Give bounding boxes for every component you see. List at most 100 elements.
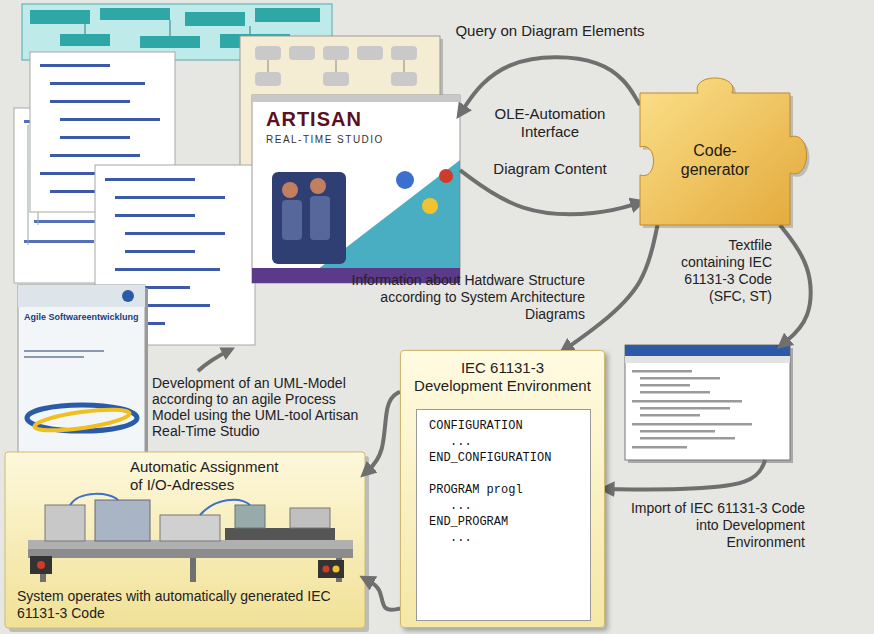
textfile-window-art-part — [632, 370, 692, 373]
production-system-photo-part — [333, 566, 340, 573]
production-system-photo-part — [160, 515, 220, 541]
uml-diagram-collage-part — [391, 46, 417, 60]
splash-screen-art-part — [310, 178, 326, 194]
window-caption: Textfile containing IEC 61131-3 Code (SF… — [672, 237, 772, 305]
textfile-window-art-part — [632, 446, 687, 449]
uml-diagram-collage-part — [60, 136, 130, 139]
splash-screen-art-part — [252, 95, 460, 283]
splash-screen-art-part — [252, 95, 460, 102]
code-line: END_CONFIGURATION — [429, 450, 578, 466]
flow-arrow — [605, 460, 765, 489]
book-cover-part — [18, 285, 145, 455]
book-cover — [18, 285, 148, 458]
uml-diagram-collage-part — [85, 20, 250, 36]
uml-diagram-collage-part — [255, 46, 281, 60]
book-cover-part — [33, 405, 130, 434]
production-system-photo-part — [290, 508, 330, 528]
flow-arrow — [365, 579, 400, 610]
uml-diagram-collage-part — [289, 46, 315, 60]
production-system-photo-part — [30, 556, 52, 574]
splash-screen-art-part — [272, 172, 346, 264]
flow-arrow — [365, 392, 400, 473]
uml-diagram-collage-part — [30, 10, 90, 24]
plant-panel-art — [5, 452, 369, 632]
uml-diagram-collage-part — [60, 34, 110, 46]
textfile-window-art-part — [632, 423, 752, 426]
code-line: ... — [429, 530, 578, 546]
uml-diagram-collage-part — [115, 196, 225, 199]
uml-diagram-collage-part — [268, 60, 404, 72]
production-system-photo — [28, 494, 353, 582]
box-title: IEC 61131-3 Development Environment — [409, 359, 596, 395]
interface-label: OLE-Automation Interface — [470, 105, 630, 141]
textfile-window-art-part — [625, 356, 790, 363]
code-line: ... — [429, 434, 578, 450]
textfile-window: Textfile containing IEC 61131-3 Code (SF… — [625, 345, 790, 460]
connector-label: Import of IEC 61131-3 Code into Developm… — [615, 500, 805, 551]
code-listing: CONFIGURATION...END_CONFIGURATIONPROGRAM… — [416, 409, 591, 621]
production-system-photo-part — [225, 528, 335, 540]
textfile-window-art-part — [640, 391, 710, 394]
component-name: Code- generator — [675, 141, 755, 179]
uml-diagram-collage-part — [391, 72, 417, 86]
uml-diagram-collage-part — [185, 12, 245, 26]
uml-diagram-collage-part — [255, 8, 320, 22]
uml-diagram-collage-part — [115, 214, 195, 217]
code-generator-puzzle: Code- generator — [640, 75, 815, 225]
uml-diagram-collage-part — [24, 240, 94, 243]
code-line: ... — [429, 498, 578, 514]
ide-box: IEC 61131-3 Development EnvironmentCONFI… — [400, 350, 605, 628]
uml-diagram-collage-part — [50, 100, 130, 103]
uml-diagram-collage-part — [115, 268, 220, 271]
uml-diagram-collage-part — [323, 72, 349, 86]
plant-panel: Automatic Assignment of I/O-AdressesSyst… — [5, 452, 365, 628]
puzzle-shape — [640, 78, 807, 225]
textfile-window-art-part — [640, 377, 720, 380]
description-text: Development of an UML-Model according to… — [152, 375, 367, 439]
pointer-arrow — [198, 350, 230, 371]
connector-label: Diagram Content — [475, 160, 625, 178]
uml-diagram-collage-part — [60, 118, 160, 121]
textfile-window-art-part — [640, 407, 730, 410]
panel-caption: Automatic Assignment of I/O-Adresses — [130, 458, 290, 494]
textfile-window-art-part — [640, 430, 715, 433]
production-system-photo-part — [323, 566, 330, 573]
book-title: Agile Softwareentwicklung — [24, 312, 139, 323]
product-name: ARTISAN — [266, 107, 446, 131]
textfile-window-art-part — [625, 345, 790, 460]
splash-screen: ARTISAN REAL-TIME STUDIO — [252, 95, 460, 283]
code-line: CONFIGURATION — [429, 418, 578, 434]
uml-diagram-collage-part — [50, 82, 145, 85]
flow-arrow — [780, 225, 811, 345]
splash-screen-art-part — [282, 200, 302, 240]
splash-screen-art-part — [282, 182, 298, 198]
uml-diagram-collage-part — [323, 46, 349, 60]
textfile-window-art-part — [632, 400, 742, 403]
production-system-photo-part — [70, 494, 250, 515]
uml-diagram-collage-part — [255, 72, 281, 86]
textfile-window-art-part — [640, 414, 700, 417]
textfile-window-art-part — [640, 384, 690, 387]
uml-diagram-collage-part — [125, 250, 195, 253]
book-cover-part — [18, 285, 145, 307]
plant-panel-art-part — [5, 452, 365, 628]
code-line: PROGRAM progl — [429, 482, 578, 498]
uml-diagram-collage-part — [50, 154, 140, 157]
uml-diagram-collage-part — [40, 64, 110, 67]
production-system-photo-part — [190, 558, 196, 582]
uml-diagram-collage-part — [140, 36, 200, 48]
book-cover-part — [24, 356, 84, 358]
production-system-photo-part — [28, 549, 353, 558]
product-subtitle: REAL-TIME STUDIO — [266, 133, 446, 146]
splash-screen-art-part — [439, 169, 453, 183]
production-system-photo-part — [318, 560, 344, 578]
connector-label: Information about Hatdware Structure acc… — [345, 272, 585, 323]
splash-screen-art-part — [310, 196, 330, 240]
production-system-photo-part — [45, 505, 85, 541]
uml-diagram-collage-part — [100, 8, 170, 20]
uml-diagram-collage-part — [125, 232, 225, 235]
connector-label: Query on Diagram Elements — [450, 22, 650, 40]
panel-caption: System operates with automatically gener… — [17, 588, 353, 622]
uml-diagram-collage-part — [357, 46, 383, 60]
